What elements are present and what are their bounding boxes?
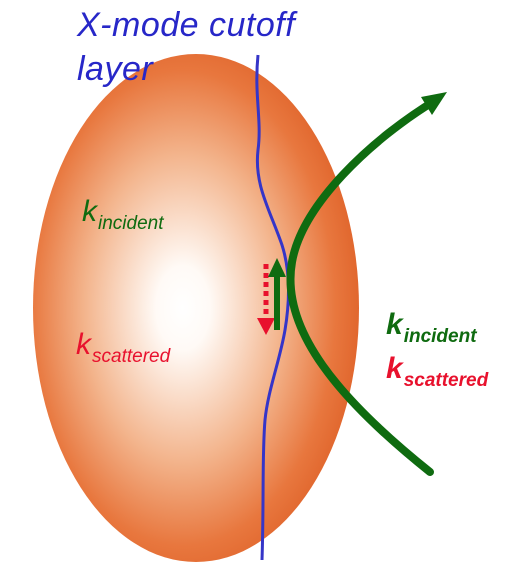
outer-k-scattered-label: kscattered (386, 354, 488, 384)
title-line-2: layer (77, 52, 153, 86)
plasma-ellipse (33, 54, 359, 562)
inner-k-scattered-label: kscattered (76, 330, 170, 360)
outer-k-incident-label: kincident (386, 310, 477, 340)
inner-k-incident-label: kincident (82, 197, 164, 227)
title-line-1: X-mode cutoff (77, 8, 295, 42)
